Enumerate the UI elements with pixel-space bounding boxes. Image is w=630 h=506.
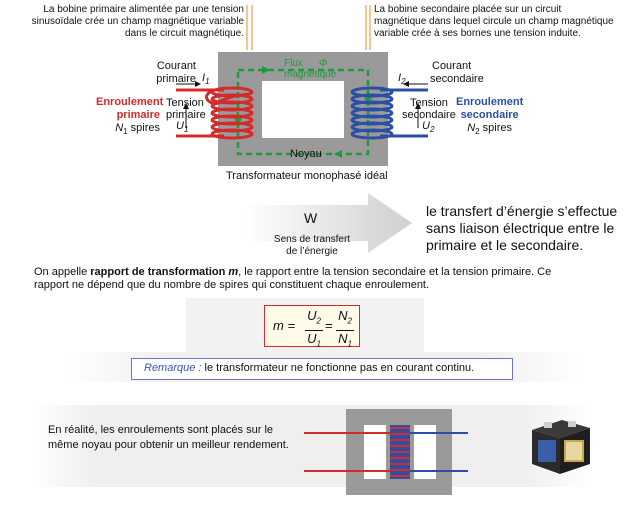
i2-label: I2 bbox=[398, 72, 406, 87]
i1-label: I1 bbox=[202, 72, 210, 87]
u2-label: U2 bbox=[422, 120, 435, 135]
definition-text: On appelle rapport de transformation m, … bbox=[34, 266, 552, 291]
formula-lhs: m = bbox=[273, 318, 296, 333]
transformation-ratio-formula: m = U2 U1 = N2 N1 bbox=[264, 305, 360, 348]
leader-lines bbox=[246, 5, 371, 50]
enroulement-primaire-label: Enroulement primaire N1 spires bbox=[96, 96, 164, 137]
fraction-n: N2 N1 bbox=[336, 308, 354, 352]
secondary-coil-turns bbox=[350, 86, 394, 140]
remark-text: le transformateur ne fonctionne pas en c… bbox=[201, 362, 475, 374]
transformer-photo bbox=[532, 420, 590, 474]
formula-eq: = bbox=[325, 318, 333, 333]
primary-coil-turns bbox=[210, 86, 254, 140]
flux-loop bbox=[236, 68, 370, 156]
energy-transfer-arrow bbox=[244, 193, 412, 253]
enroulement-secondaire-label: Enroulement secondaire N2 spires bbox=[456, 96, 524, 137]
tension-primaire-label: Tension primaire bbox=[166, 97, 206, 121]
arrow-w-label: W bbox=[304, 210, 318, 226]
reality-band bbox=[30, 405, 590, 487]
interleaved-windings bbox=[390, 425, 410, 479]
transfer-statement: le transfert d’énergie s’effectue sans l… bbox=[426, 203, 618, 253]
u1-label: U1 bbox=[176, 120, 189, 135]
tension-secondaire-label: Tension secondaire bbox=[402, 97, 456, 121]
courant-secondaire-label: Courant secondaire bbox=[430, 60, 484, 85]
voltage-arrows bbox=[183, 103, 421, 128]
arrow-caption: Sens de transfert de l’énergie bbox=[273, 234, 351, 257]
fraction-u: U2 U1 bbox=[305, 308, 323, 352]
noyau-label: Noyau bbox=[290, 148, 322, 160]
primary-note: La bobine primaire alimentée par une ten… bbox=[31, 4, 244, 39]
remark-box: Remarque : le transformateur ne fonction… bbox=[131, 358, 513, 380]
real-transformer-diagram bbox=[304, 409, 468, 495]
diagram-caption: Transformateur monophasé idéal bbox=[226, 170, 388, 182]
courant-primaire-label: Courant primaire bbox=[156, 60, 196, 85]
secondary-note: La bobine secondaire placée sur un circu… bbox=[374, 4, 614, 39]
reality-text: En réalité, les enroulements sont placés… bbox=[48, 424, 289, 451]
remark-label: Remarque : bbox=[144, 362, 202, 374]
transformer-diagram bbox=[176, 5, 428, 166]
